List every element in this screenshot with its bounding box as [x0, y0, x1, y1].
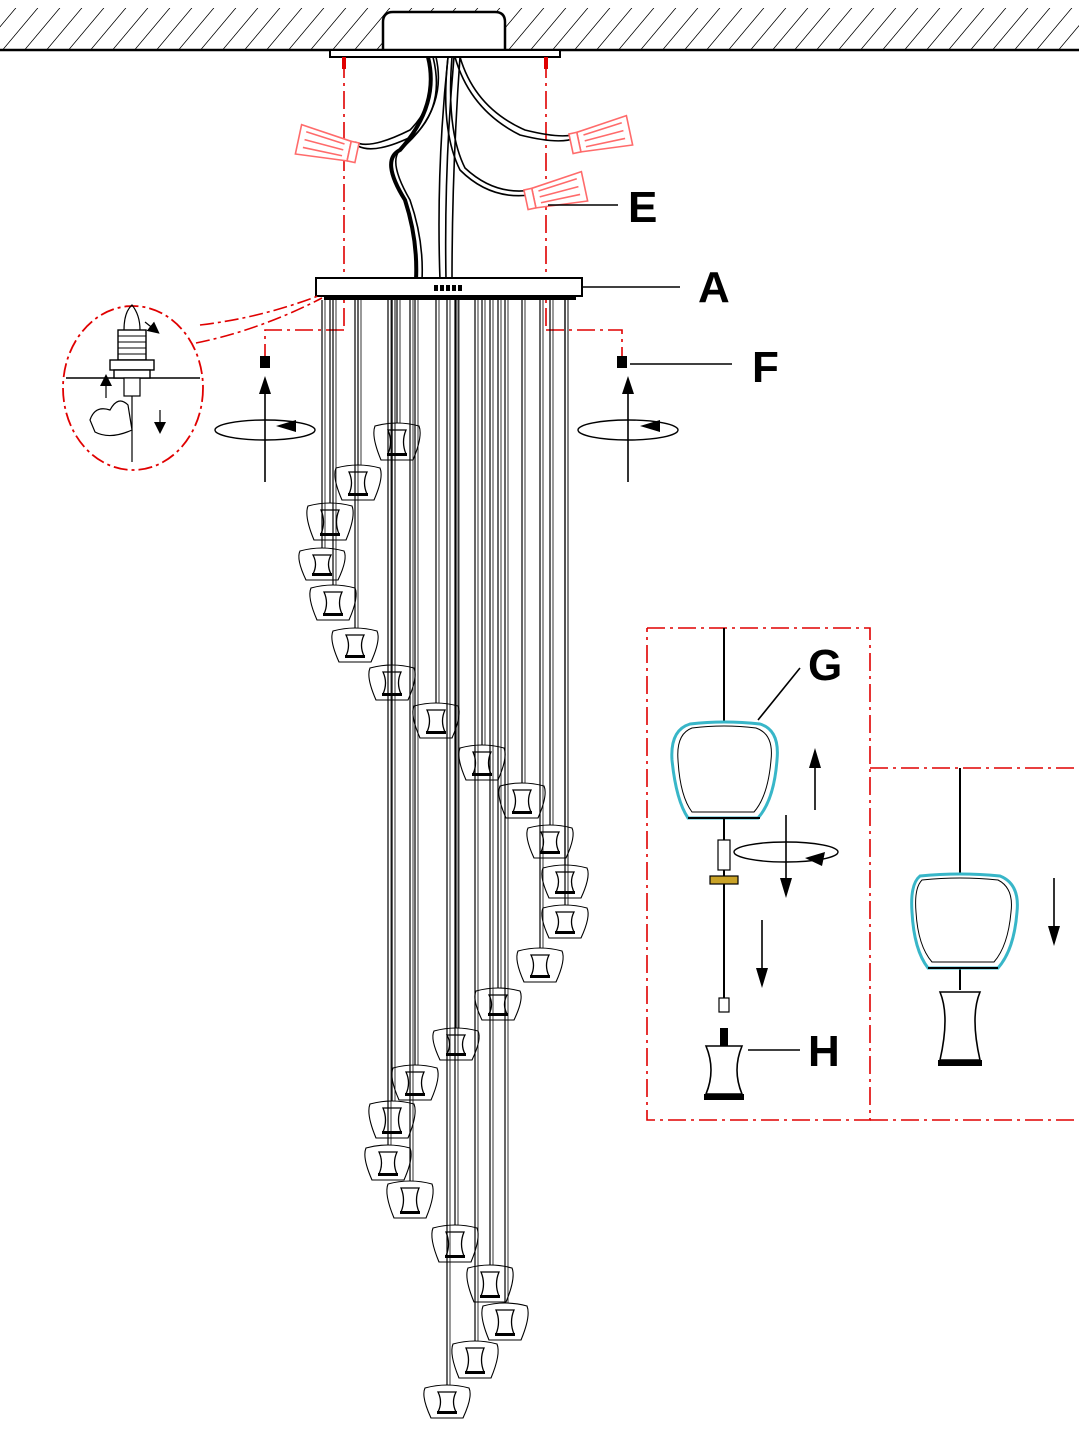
- pendant-lamp: [386, 300, 434, 1219]
- pendant-lamp: [423, 300, 471, 1419]
- pendant-lamp: [498, 300, 546, 819]
- label-g: G: [808, 641, 842, 690]
- pendant-lamp: [306, 300, 354, 541]
- cable-gripper-detail: [62, 295, 323, 471]
- fastener-f-left: [214, 356, 316, 482]
- junction-box: [381, 10, 507, 52]
- pendant-lamp: [481, 300, 529, 1341]
- wire-nut-icon: [294, 114, 634, 211]
- pendant-lamp: [474, 300, 522, 1021]
- pendant-lamp: [309, 300, 357, 621]
- assembled-pendant-view: [910, 768, 1060, 1066]
- canopy-plate: A: [315, 263, 730, 312]
- pendant-lamp: [431, 300, 479, 1263]
- pendant-lamp: [516, 300, 564, 983]
- label-h: H: [808, 1027, 840, 1076]
- pendant-lamp: [458, 300, 506, 781]
- fastener-f-right: F: [577, 343, 779, 482]
- pendant-lamp: [432, 300, 480, 1061]
- pendant-lamp: [368, 300, 416, 1139]
- label-e: E: [628, 183, 657, 232]
- ceiling: [0, 8, 1079, 52]
- pendant-lamp: [364, 300, 412, 1181]
- pendant-lamp: [412, 300, 460, 739]
- mounting-plate: [329, 49, 561, 69]
- pendant-lamp: [451, 300, 499, 1379]
- pendant-group: [298, 300, 589, 1419]
- glass-assembly-detail: G H: [670, 628, 842, 1100]
- pendant-lamp: [466, 300, 514, 1303]
- pendant-lamp: [331, 300, 379, 663]
- label-f: F: [752, 343, 779, 392]
- supply-wires: [354, 56, 579, 281]
- pendant-lamp: [526, 300, 574, 859]
- label-e-callout: E: [548, 183, 657, 232]
- pendant-lamp: [541, 300, 589, 939]
- label-a: A: [698, 263, 730, 312]
